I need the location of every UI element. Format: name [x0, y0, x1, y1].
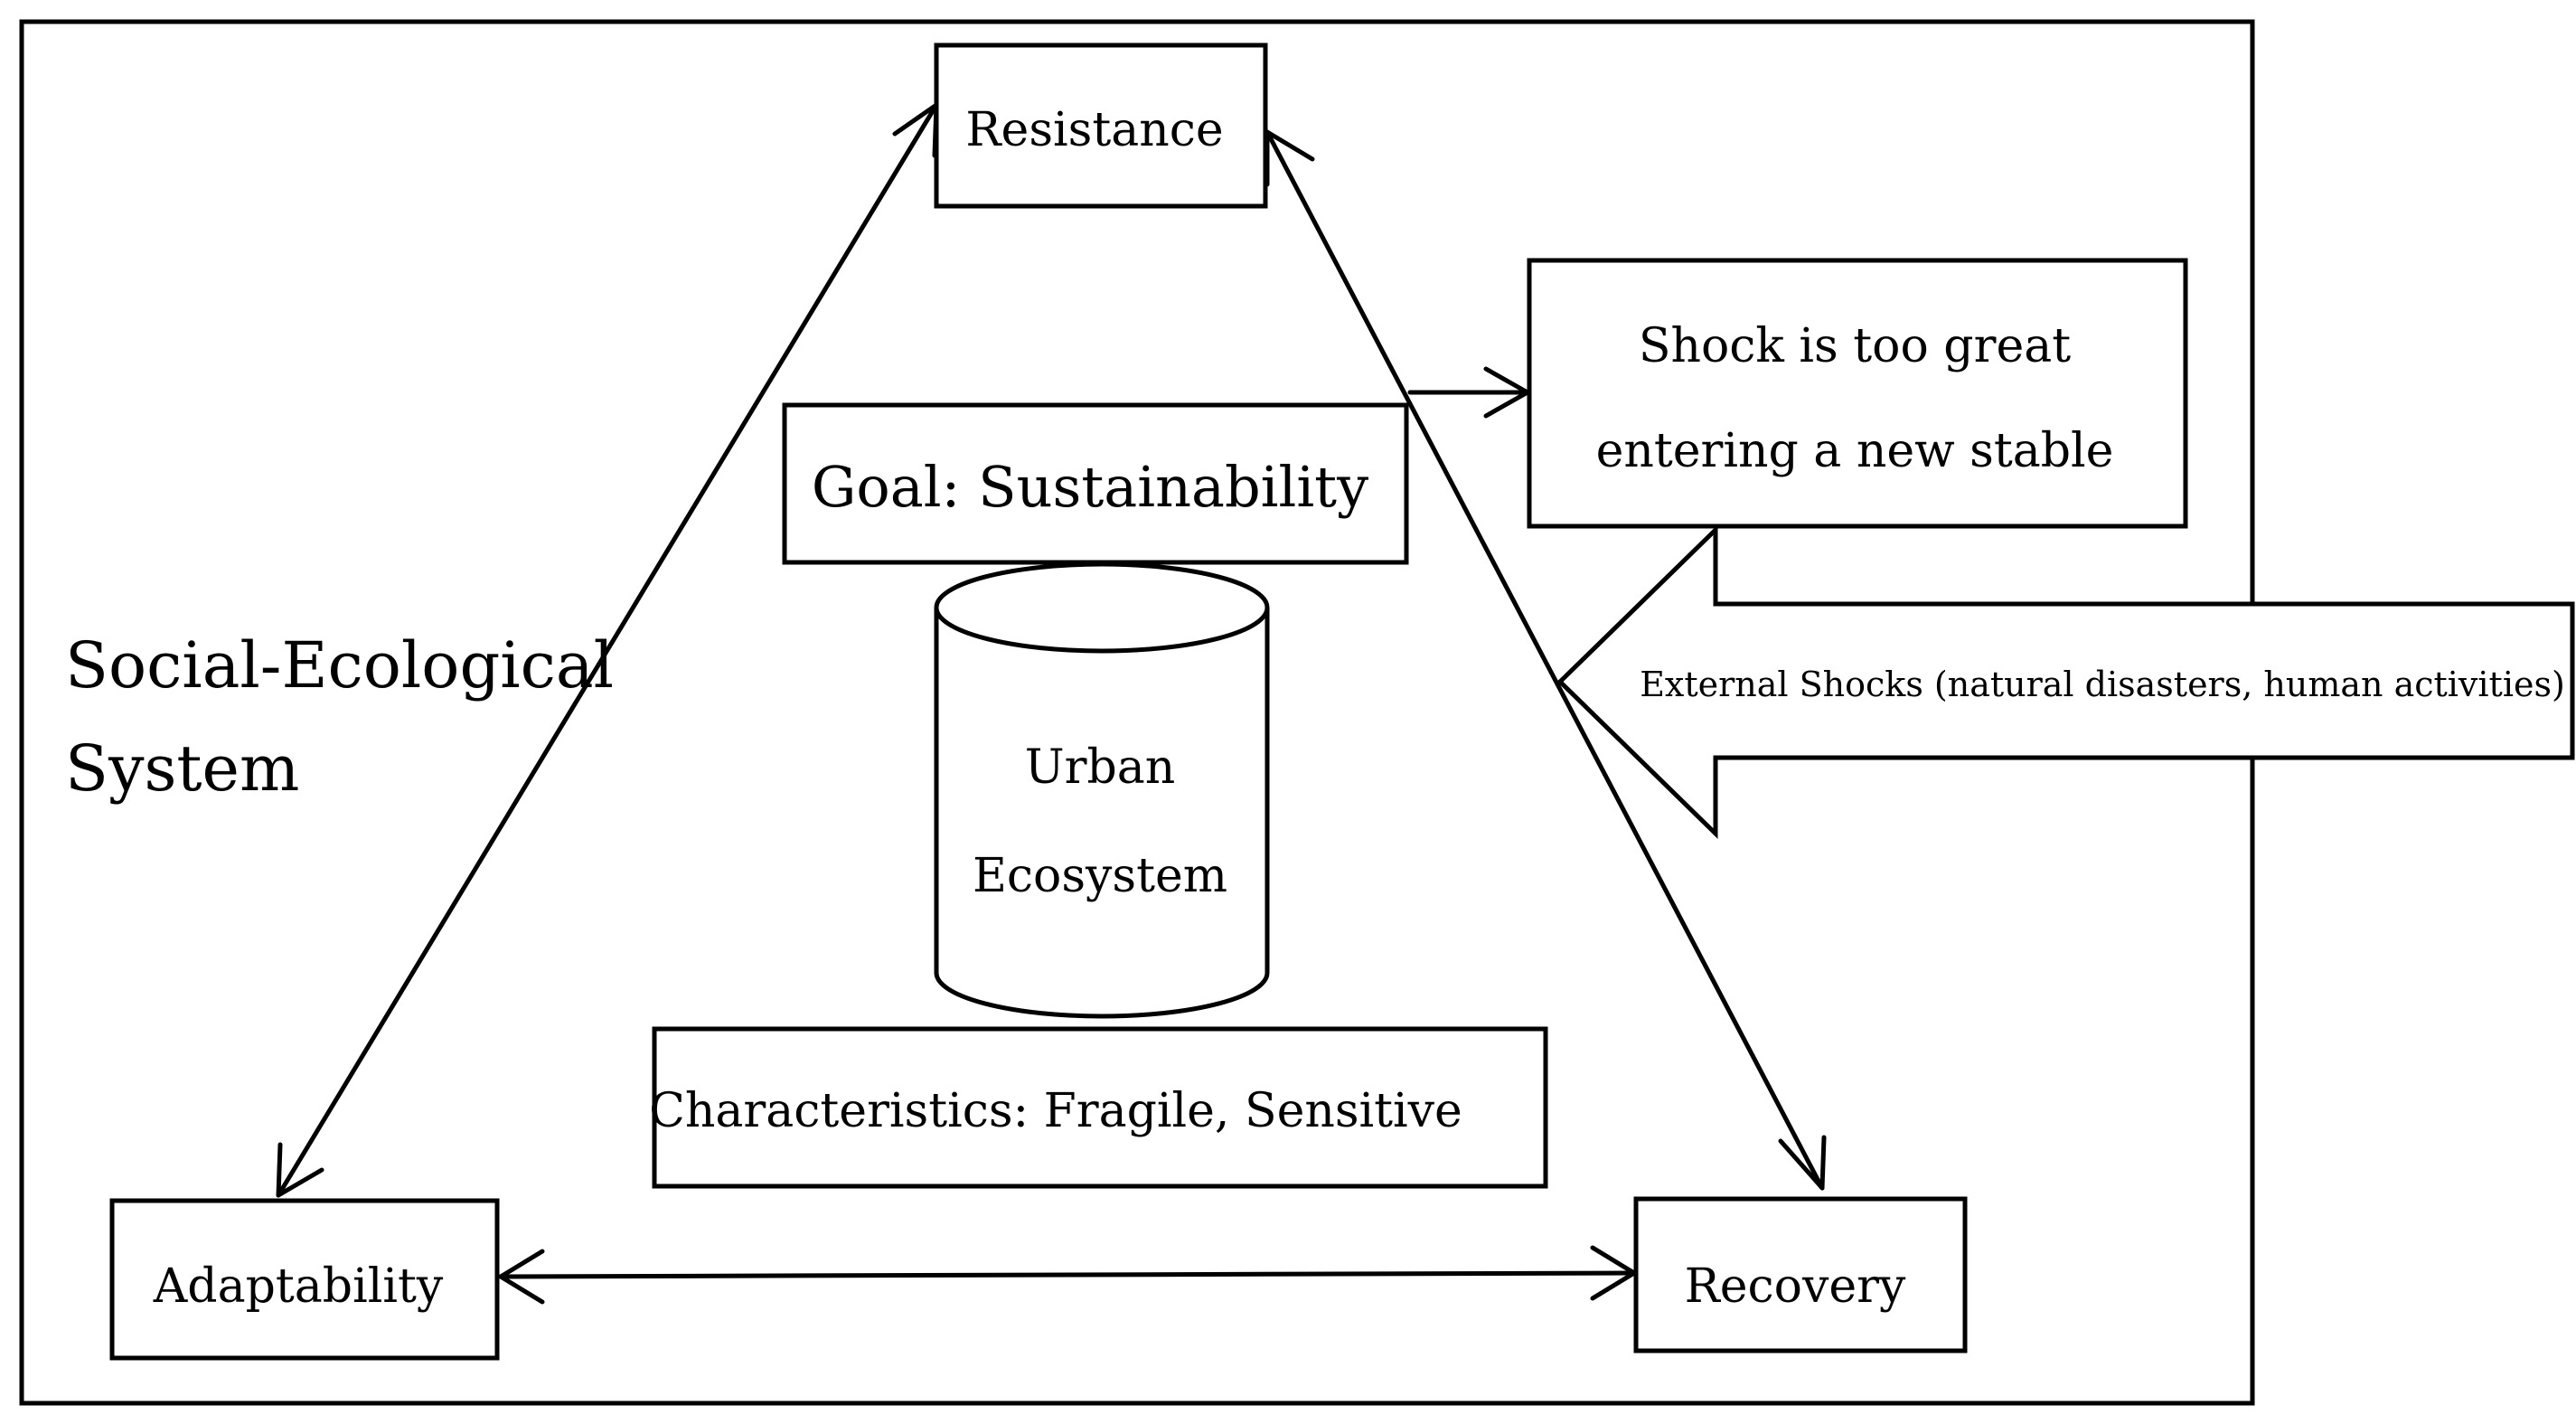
external-shocks-label: External Shocks (natural disasters, huma… — [1640, 665, 2565, 704]
goal-label: Goal: Sustainability — [812, 454, 1368, 520]
goal-box — [782, 402, 1409, 565]
shock-box-line1: Shock is too great — [1639, 319, 2071, 373]
arrow-to-shock-box — [1407, 366, 1530, 419]
external-shocks-arrow — [1556, 524, 2575, 839]
arrow-resistance-adaptability — [276, 102, 939, 1198]
recovery-box — [1633, 1196, 1968, 1353]
urban-ecosystem-cylinder — [934, 561, 1270, 1019]
characteristics-box — [652, 1026, 1548, 1189]
shock-box — [1527, 258, 2188, 529]
urban-ecosystem-line2: Ecosystem — [973, 849, 1227, 903]
resistance-label: Resistance — [965, 103, 1223, 157]
system-label-line1: Social-Ecological — [65, 628, 614, 703]
resistance-box — [934, 42, 1268, 209]
shock-box-line2: entering a new stable — [1596, 424, 2114, 478]
adaptability-label: Adaptability — [153, 1259, 444, 1314]
system-label-line2: System — [65, 731, 299, 806]
arrow-resistance-recovery — [1264, 129, 1827, 1191]
recovery-label: Recovery — [1685, 1259, 1906, 1314]
characteristics-label: Characteristics: Fragile, Sensitive — [649, 1084, 1462, 1138]
adaptability-box — [109, 1198, 500, 1361]
urban-ecosystem-line1: Urban — [1025, 740, 1175, 795]
arrow-adaptability-recovery — [498, 1245, 1637, 1305]
